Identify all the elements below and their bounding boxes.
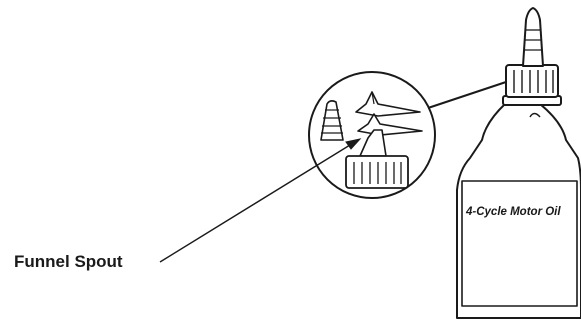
bottle-label-panel (461, 180, 578, 307)
callout-arrowhead (345, 138, 362, 150)
bottle-product-label: 4-Cycle Motor Oil (466, 206, 561, 218)
inset-connector (427, 81, 507, 109)
callout-leader (159, 138, 362, 263)
oil-bottle (456, 7, 581, 319)
funnel-spout-upper (355, 91, 421, 117)
bottle-spout-tip (522, 7, 544, 67)
magnified-inset (308, 71, 507, 199)
removed-spout-cap (320, 100, 344, 141)
funnel-spout-label: Funnel Spout (14, 252, 123, 271)
inset-cap (345, 155, 409, 189)
